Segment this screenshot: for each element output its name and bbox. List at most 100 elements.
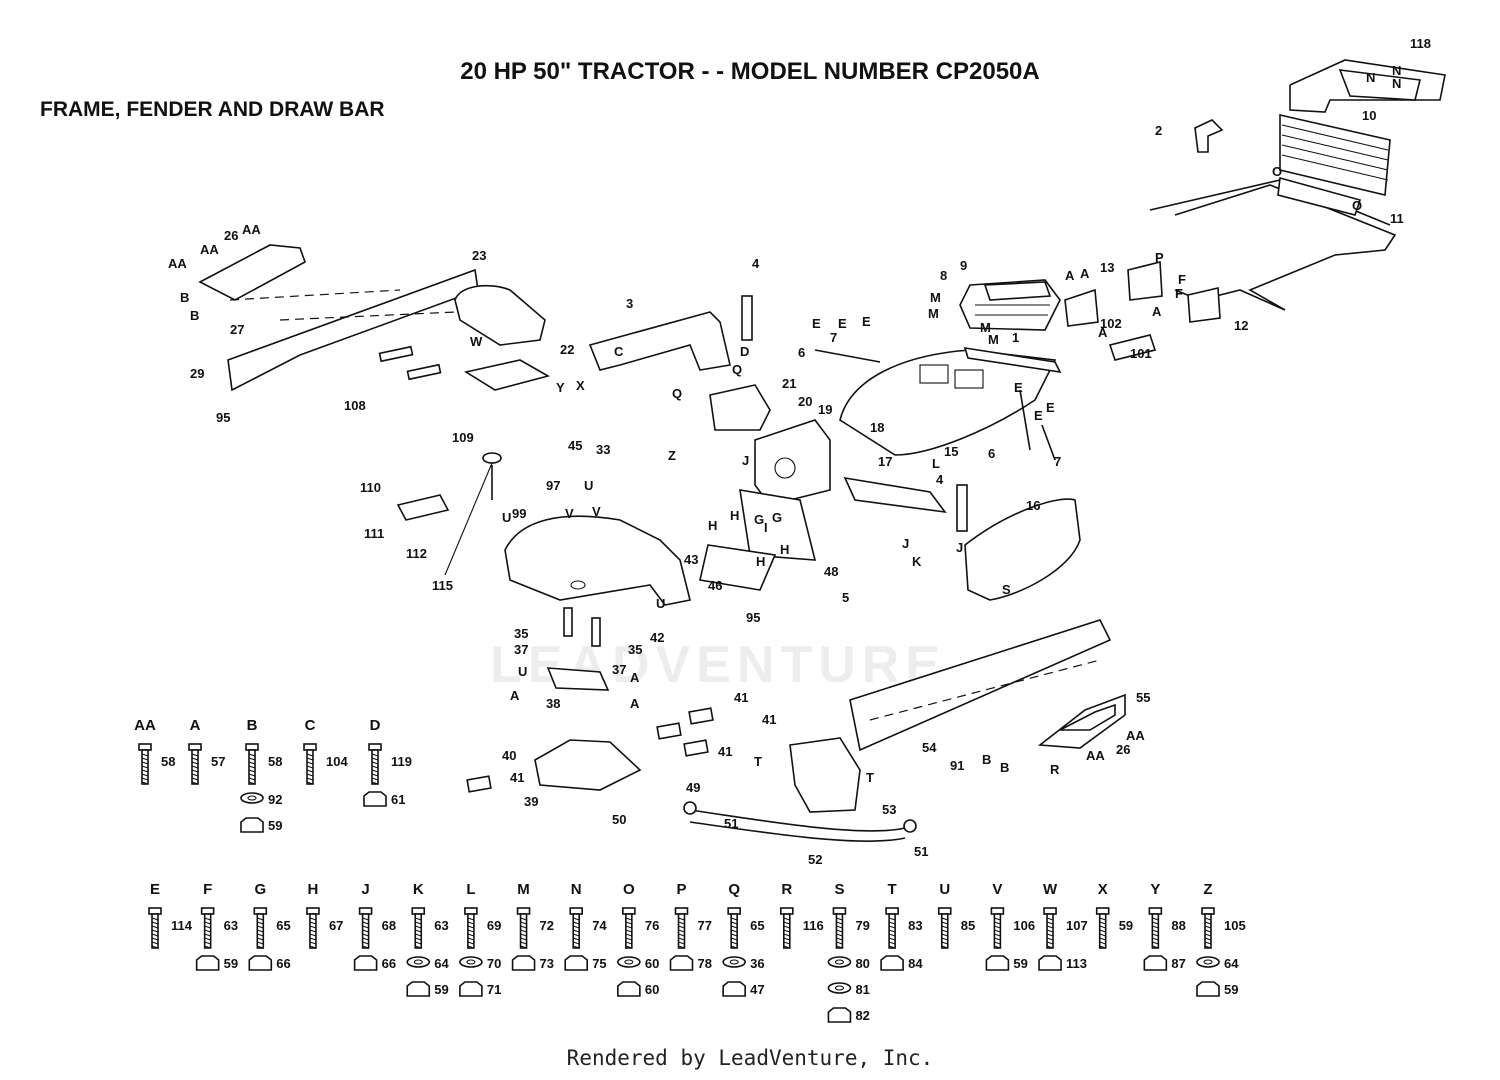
thread-mark (415, 937, 422, 941)
thread-mark (730, 937, 738, 941)
thread-mark (248, 761, 256, 765)
callout-V-2: V (592, 504, 601, 519)
callout-M-4: M (988, 332, 999, 347)
thread-mark (151, 929, 159, 933)
thread-mark (362, 921, 369, 925)
thread-mark (371, 761, 379, 765)
thread-mark (362, 937, 369, 941)
thread-mark (941, 937, 948, 941)
hardware-part-number: 79 (855, 918, 869, 933)
hardware-part-number: 78 (698, 956, 712, 971)
thread-mark (204, 921, 211, 925)
thread-mark (520, 925, 527, 929)
callout-118: 118 (1410, 36, 1431, 51)
hardware-letter: E (150, 881, 160, 898)
thread-mark (730, 945, 738, 949)
thread-mark (836, 917, 843, 921)
callout-115: 115 (432, 578, 453, 593)
thread-mark (309, 933, 317, 937)
callout-2: 2 (1155, 123, 1162, 138)
callout-8: 8 (940, 268, 947, 283)
callout-O-1: O (1272, 164, 1282, 179)
washer-icon (240, 792, 264, 804)
callout-91: 91 (950, 758, 964, 773)
thread-mark (191, 761, 199, 765)
thread-mark (678, 929, 685, 933)
nut-icon (1196, 981, 1220, 997)
brackets-109-111 (396, 494, 450, 521)
nut-icon (880, 955, 904, 971)
thread-mark (678, 925, 685, 929)
callout-41-c: 41 (718, 744, 732, 759)
thread-mark (191, 765, 199, 769)
callout-N-1: N (1366, 70, 1375, 85)
bushings-51 (683, 801, 917, 833)
thread-mark (415, 941, 422, 945)
thread-mark (783, 933, 790, 937)
bolt-head-icon (368, 743, 382, 751)
frame-rail-29 (227, 268, 501, 392)
callout-43: 43 (684, 552, 698, 567)
hardware-part-number: 59 (268, 818, 282, 833)
hardware-part-number: 70 (487, 956, 501, 971)
thread-mark (625, 921, 633, 925)
hardware-part-number: 61 (391, 792, 405, 807)
tie-bars-4 (741, 295, 968, 532)
thread-mark (1204, 929, 1212, 933)
thread-mark (573, 945, 580, 949)
thread-mark (248, 753, 256, 757)
thread-mark (1204, 917, 1212, 921)
thread-mark (625, 917, 633, 921)
callout-F-1: F (1178, 272, 1186, 287)
callout-35-a: 35 (514, 626, 528, 641)
bracket-part-2 (1194, 119, 1224, 153)
hardware-part-number: 72 (540, 918, 554, 933)
callout-G-1: G (754, 512, 764, 527)
thread-mark (888, 933, 896, 937)
thread-mark (306, 765, 314, 769)
thread-mark (994, 933, 1001, 937)
callout-1: 1 (1012, 330, 1019, 345)
thread-mark (573, 921, 580, 925)
thread-mark (730, 917, 738, 921)
hardware-part-number: 59 (434, 982, 448, 997)
callout-99: 99 (512, 506, 526, 521)
callout-T-1: T (754, 754, 762, 769)
thread-mark (783, 945, 790, 949)
thread-mark (204, 925, 211, 929)
thread-mark (362, 917, 369, 921)
thread-mark (573, 917, 580, 921)
hardware-part-number: 67 (329, 918, 343, 933)
callout-5: 5 (842, 590, 849, 605)
callout-37-a: 37 (514, 642, 528, 657)
hardware-letter: T (888, 881, 897, 898)
washer-hole (413, 959, 423, 965)
callout-95-a: 95 (216, 410, 230, 425)
callout-40: 40 (502, 748, 516, 763)
callout-45: 45 (568, 438, 582, 453)
callout-27: 27 (230, 322, 244, 337)
thread-mark (625, 945, 633, 949)
callout-N-3: N (1392, 76, 1401, 91)
thread-mark (994, 925, 1001, 929)
page-title: 20 HP 50" TRACTOR - - MODEL NUMBER CP205… (460, 58, 1040, 85)
thread-mark (151, 933, 159, 937)
hardware-part-number: 58 (161, 754, 175, 769)
thread-mark (730, 925, 738, 929)
thread-mark (309, 937, 317, 941)
callout-A-7: A (630, 696, 640, 711)
callout-38: 38 (546, 696, 560, 711)
thread-mark (306, 753, 314, 757)
thread-mark (191, 769, 199, 773)
bolt-head-icon (1043, 907, 1057, 915)
callout-42: 42 (650, 630, 664, 645)
thread-mark (415, 921, 422, 925)
thread-mark (371, 769, 379, 773)
thread-mark (941, 933, 948, 937)
spacer-115-bolt-99 (444, 452, 502, 576)
bolt-head-icon (303, 743, 317, 751)
